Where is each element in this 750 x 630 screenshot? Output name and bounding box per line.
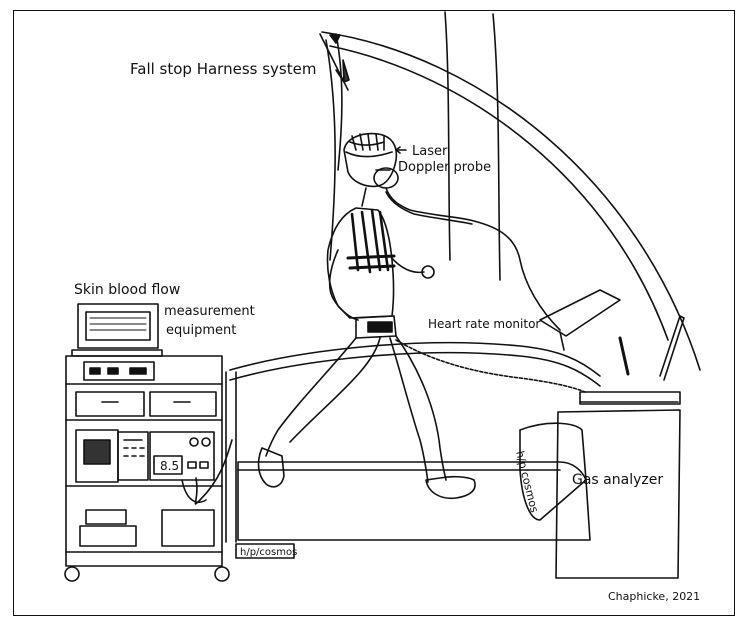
label-heart-rate-monitor: Heart rate monitor — [428, 317, 540, 331]
harness-arch — [319, 11, 701, 371]
equipment-cart — [64, 303, 233, 582]
label-brand-side: h/p/cosmos — [513, 450, 541, 515]
label-equipment: equipment — [166, 323, 236, 338]
label-fall-stop: Fall stop Harness system — [130, 60, 316, 78]
brand-plate — [235, 543, 295, 559]
label-laser: Laser — [412, 144, 448, 159]
laser-arrow — [395, 146, 407, 154]
treadmill — [225, 289, 685, 543]
display-value: 8.5 — [160, 459, 179, 473]
gas-analyzer — [555, 401, 681, 579]
label-measurement: measurement — [164, 304, 255, 319]
label-gas-analyzer: Gas analyzer — [572, 472, 663, 488]
label-skin-blood-flow: Skin blood flow — [74, 282, 180, 298]
runner-figure — [257, 132, 561, 500]
illustration-frame — [13, 10, 735, 616]
label-doppler-probe: Doppler probe — [398, 160, 491, 175]
label-brand-base: h/p/cosmos — [240, 547, 297, 558]
signature: Chaphicke, 2021 — [608, 590, 700, 603]
